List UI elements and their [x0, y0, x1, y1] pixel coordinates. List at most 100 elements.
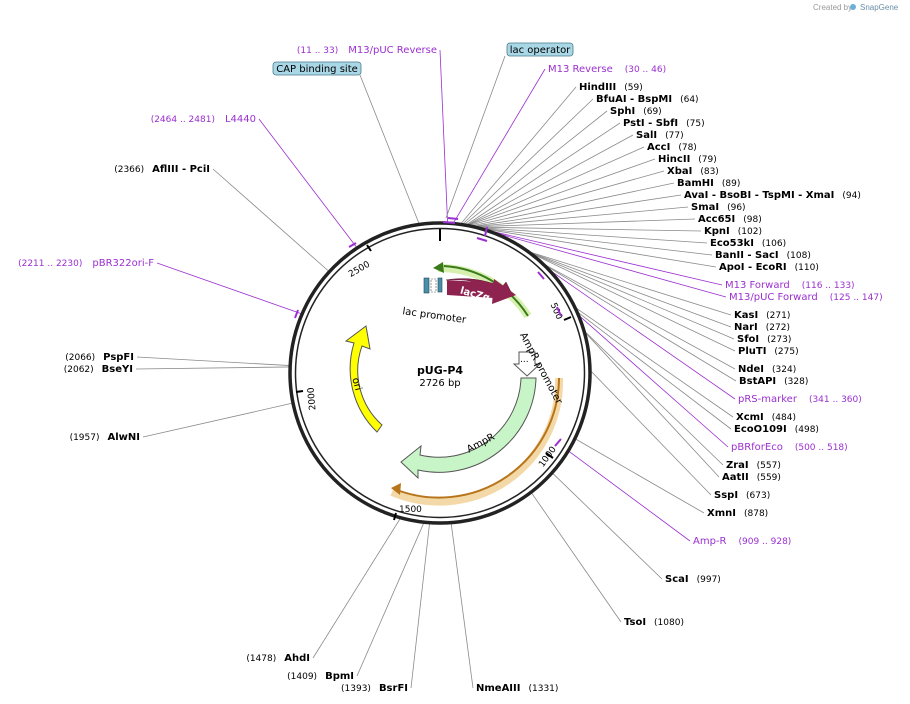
site-position: (110)	[795, 263, 819, 273]
site-sfoi[interactable]: SfoI(273)	[737, 334, 791, 345]
site-name: AhdI	[284, 653, 310, 664]
ampr-arrow	[400, 377, 537, 480]
site-nmeaiii[interactable]: NmeAIII(1331)	[476, 683, 558, 694]
site-ndei[interactable]: NdeI(324)	[738, 364, 796, 375]
site-bpmi[interactable]: BpmI(1409)	[287, 671, 354, 682]
primer-pbrforeco[interactable]: pBRforEco(500 .. 518)	[731, 442, 848, 453]
site-bsrfi[interactable]: BsrFI(1393)	[341, 683, 408, 694]
primer-m13-puc-reverse[interactable]: M13/pUC Reverse(11 .. 33)	[297, 45, 437, 56]
site-position: (1409)	[287, 672, 317, 682]
site-name: AatII	[722, 472, 749, 483]
site-kpni[interactable]: KpnI(102)	[704, 226, 762, 237]
site-leader-line	[467, 158, 656, 226]
site-bseyi[interactable]: BseYI(2062)	[64, 364, 133, 375]
lac-operator-tag[interactable]: lac operator	[506, 42, 574, 57]
primer-mark	[537, 271, 545, 280]
site-name: AflIII - PciI	[152, 164, 210, 175]
site-psti-sbfi[interactable]: PstI - SbfI(75)	[623, 118, 705, 129]
site-sali[interactable]: SalI(77)	[636, 130, 684, 141]
site-sspi[interactable]: SspI(673)	[714, 490, 770, 501]
site-position: (2066)	[65, 353, 95, 363]
site-acc65i[interactable]: Acc65I(98)	[698, 214, 762, 225]
site-acci[interactable]: AccI(78)	[647, 142, 697, 153]
site-position: (78)	[678, 143, 696, 153]
primer-prs-marker[interactable]: pRS-marker(341 .. 360)	[738, 394, 862, 405]
site-leader-line	[465, 122, 621, 226]
primer-name: M13 Reverse	[548, 64, 613, 75]
snapgene-logo-icon	[850, 4, 856, 10]
site-nari[interactable]: NarI(272)	[734, 322, 790, 333]
site-leader-line	[468, 170, 665, 227]
site-position: (98)	[743, 215, 761, 225]
site-leader-line	[527, 250, 732, 316]
site-bstapi[interactable]: BstAPI(328)	[739, 376, 808, 387]
site-leader-line	[574, 306, 734, 418]
site-position: (324)	[772, 365, 796, 375]
site-position: (997)	[697, 575, 721, 585]
site-banii-saci[interactable]: BanII - SacI(108)	[715, 250, 811, 261]
primer-name: Amp-R	[693, 536, 727, 547]
site-tsoi[interactable]: TsoI(1080)	[624, 617, 684, 628]
site-hincii[interactable]: HincII(79)	[658, 154, 717, 165]
cap-site-tag[interactable]: CAP binding site	[272, 61, 362, 76]
site-name: BseYI	[102, 364, 133, 375]
site-alwni[interactable]: AlwNI(1957)	[70, 432, 140, 443]
site-xbai[interactable]: XbaI(83)	[667, 166, 719, 177]
site-position: (79)	[698, 155, 716, 165]
tick-mark	[545, 452, 554, 459]
site-leader-line	[574, 438, 705, 514]
primer-leader-line	[548, 268, 736, 400]
site-leader-line	[135, 366, 291, 370]
site-name: KpnI	[704, 226, 730, 237]
lac-operator-box	[437, 277, 443, 293]
site-xcmi[interactable]: XcmI(484)	[736, 412, 796, 423]
site-smai[interactable]: SmaI(96)	[691, 202, 746, 213]
site-ahdi[interactable]: AhdI(1478)	[246, 653, 310, 664]
primer-l4440[interactable]: L4440(2464 .. 2481)	[151, 114, 256, 125]
primer-m13-reverse[interactable]: M13 Reverse(30 .. 46)	[548, 64, 666, 75]
site-position: (83)	[700, 167, 718, 177]
site-position: (557)	[757, 461, 781, 471]
site-sphi[interactable]: SphI(69)	[610, 106, 662, 117]
primer-name: L4440	[225, 114, 256, 125]
primer-mark	[554, 438, 562, 447]
site-leader-line	[528, 251, 736, 352]
site-position: (484)	[772, 413, 796, 423]
lacz-band-arrowhead	[433, 262, 444, 273]
tick-mark	[563, 316, 572, 321]
site-position: (559)	[757, 473, 781, 483]
primer-name: pBR322ori-F	[92, 258, 154, 269]
site-xmni[interactable]: XmnI(878)	[707, 508, 768, 519]
site-bamhi[interactable]: BamHI(89)	[677, 178, 740, 189]
site-bfuai-bspmi[interactable]: BfuAI - BspMI(64)	[596, 94, 699, 105]
site-hindiii[interactable]: HindIII(59)	[579, 82, 643, 93]
site-kasi[interactable]: KasI(271)	[734, 310, 790, 321]
site-position: (94)	[842, 191, 860, 201]
primer-name: M13/pUC Reverse	[348, 45, 437, 56]
site-avai-bsobi-tspmi-xmai[interactable]: AvaI - BsoBI - TspMI - XmaI(94)	[684, 190, 861, 201]
site-aatii[interactable]: AatII (559)	[722, 472, 781, 483]
site-eco53ki[interactable]: Eco53kI(106)	[710, 238, 786, 249]
primer-pbr322ori-f[interactable]: pBR322ori-F(2211 .. 2230)	[18, 258, 154, 269]
primer-m13-puc-forward[interactable]: M13/pUC Forward(125 .. 147)	[729, 292, 883, 303]
site-name: HindIII	[579, 82, 616, 93]
site-apoi-ecori[interactable]: ApoI - EcoRI(110)	[719, 262, 819, 273]
site-pspfi[interactable]: PspFI(2066)	[65, 352, 134, 363]
site-zrai[interactable]: ZraI(557)	[726, 460, 781, 471]
site-leader-line	[583, 330, 720, 478]
site-leader-line	[576, 311, 732, 430]
site-pluti[interactable]: PluTI(275)	[738, 346, 799, 357]
tick-mark	[366, 244, 372, 252]
tick-mark	[393, 512, 397, 521]
site-name: PstI - SbfI	[623, 118, 678, 129]
site-afliii-pcii[interactable]: AflIII - PciI(2366)	[114, 164, 210, 175]
site-labels: HindIII(59)BfuAI - BspMI(64)SphI(69)PstI…	[18, 45, 883, 694]
site-name: AlwNI	[108, 432, 141, 443]
site-leader-line	[476, 227, 713, 256]
primer-amp-r[interactable]: Amp-R(909 .. 928)	[693, 536, 791, 547]
primer-m13-forward[interactable]: M13 Forward(116 .. 133)	[725, 280, 855, 291]
site-scai[interactable]: ScaI(997)	[665, 574, 721, 585]
ampr-promoter-arrow	[512, 351, 542, 377]
site-ecoo109i[interactable]: EcoO109I(498)	[734, 424, 819, 435]
primer-leader-line	[486, 229, 727, 298]
